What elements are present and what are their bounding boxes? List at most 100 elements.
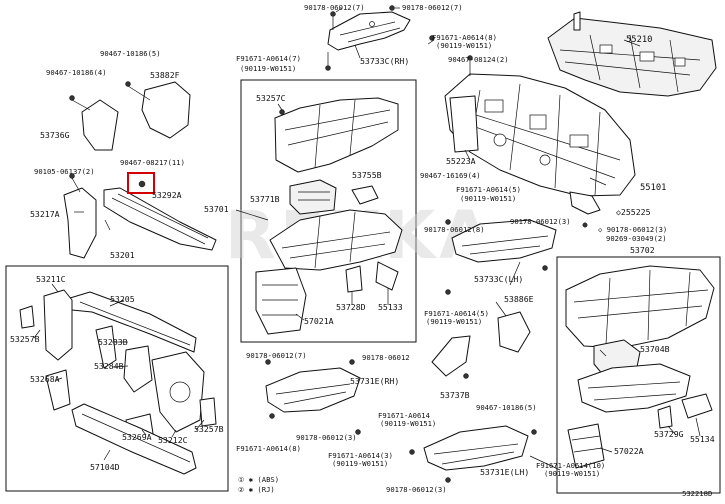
label-91671-A0614: F91671-A0614(5) (456, 185, 521, 194)
bolt-icon (409, 449, 415, 455)
label-53882F: 53882F (150, 70, 180, 80)
label-53729G: 53729G (654, 429, 684, 439)
bolt-icon (582, 222, 588, 228)
label-53268A: 53268A (30, 374, 60, 384)
part-55133 (375, 261, 399, 291)
label-90178-06012-3: ◇ 90178-06012(3) (598, 225, 667, 234)
label-53257B: 53257B (194, 424, 224, 434)
part-57104D-lower-support (71, 403, 197, 475)
label-55134: 55134 (690, 434, 715, 444)
part-57022A (567, 423, 605, 469)
part-55101-dash-panel (444, 73, 636, 197)
label-90119-W0151: (90119-W0151) (436, 41, 492, 50)
part-53733C-RH (327, 11, 411, 51)
part-53771B (289, 179, 337, 215)
label-53283B: 53283B (98, 337, 128, 347)
part-53886E (497, 311, 531, 353)
label-53269A: 53269A (122, 432, 152, 442)
label-90119-W0151: (90119-W0151) (240, 64, 296, 73)
label-90119-W0151: (90119-W0151) (460, 194, 516, 203)
part-53211C (43, 289, 73, 361)
label-90467-10186-5: 90467-10186(5) (476, 403, 537, 412)
part-53882F (141, 81, 191, 139)
label-90178-06012-3: 90178-06012(3) (386, 485, 447, 494)
clip-icon (573, 11, 581, 31)
bolt-icon (445, 289, 451, 295)
label-53737B: 53737B (440, 390, 470, 400)
label-53284B: 53284B (94, 361, 124, 371)
label-53731E-RH: 53731E(RH) (350, 376, 399, 386)
part-53702-apron-lower (577, 363, 691, 413)
label-57022A: 57022A (614, 446, 644, 456)
legend-line-2: ② ✱ (RJ) (238, 485, 275, 494)
label-55223A: 55223A (446, 156, 476, 166)
part-53292A-cowl-top (103, 187, 217, 251)
label-90119-W0151: (90119-W0151) (544, 469, 600, 478)
bolt-icon (125, 81, 131, 87)
label-53205: 53205 (110, 294, 135, 304)
label-53771B: 53771B (250, 194, 280, 204)
bolt-icon (389, 5, 395, 11)
label-55101: 55101 (640, 183, 666, 193)
label-91671-A0614: F91671-A0614 (378, 411, 430, 420)
bolt-icon (279, 109, 285, 115)
label-90178-06012-7: 90178-06012(7) (402, 3, 463, 12)
label-90178-06012-7: 90178-06012(7) (246, 351, 307, 360)
legend-line-1: ① ✱ (ABS) (238, 475, 279, 484)
bolt-icon (269, 413, 275, 419)
label-53736G: 53736G (40, 130, 70, 140)
part-53702-lower-apron (565, 265, 715, 349)
clip-icon (138, 180, 146, 188)
label-90467-10186-5: 90467-10186(5) (100, 49, 161, 58)
label-90467-08124: 90467-08124(2) (448, 55, 509, 64)
bolt-icon (349, 359, 355, 365)
part-53257B-left (19, 305, 35, 329)
bolt-icon (445, 477, 451, 483)
label-53217A: 53217A (30, 209, 60, 219)
label-90119-W0151: (90119-W0151) (380, 419, 436, 428)
part-53284B (123, 345, 153, 393)
label-90119-W0151: (90119-W0151) (426, 317, 482, 326)
bolt-icon (463, 373, 469, 379)
label-255225: ◇255225 (616, 207, 651, 217)
group-box-53702 (556, 256, 721, 494)
label-90119-W0151: (90119-W0151) (332, 459, 388, 468)
label-91671-A0614: F91671-A0614(8) (432, 33, 497, 42)
label-91671-A0614: F91671-A0614(5) (424, 309, 489, 318)
label-90178-06012-3: 90178-06012(3) (296, 433, 357, 442)
part-53728D (345, 265, 363, 293)
label-53731E-LH: 53731E(LH) (480, 467, 529, 477)
bolt-icon (355, 429, 361, 435)
label-53201: 53201 (110, 250, 135, 260)
label-90105-06137: 90105-06137(2) (34, 167, 95, 176)
bolt-icon (467, 55, 473, 61)
label-53755B: 53755B (352, 170, 382, 180)
part-53737B (431, 335, 471, 377)
part-53729G (657, 405, 673, 429)
label-90178-06012-3: 90178-06012(3) (510, 217, 571, 226)
part-55210-dash-insulator (547, 17, 717, 97)
part-53701-upper-apron (274, 97, 399, 173)
label-90269-03049: 90269-03049(2) (606, 234, 667, 243)
part-53257B-right (199, 397, 217, 427)
label-53292A: 53292A (152, 190, 182, 200)
label-90178-06012-8: 90178-06012(8) (424, 225, 485, 234)
bolt-icon (531, 429, 537, 435)
label-57021A: 57021A (304, 316, 334, 326)
label-53701: 53701 (204, 204, 229, 214)
group-box-53201 (5, 265, 229, 492)
leader-lines (33, 7, 701, 471)
label-91671-A0614: F91671-A0614(10) (536, 461, 605, 470)
label-53704B: 53704B (640, 344, 670, 354)
part-53755B (351, 185, 379, 205)
bolt-icon (265, 359, 271, 365)
label-55210: 55210 (626, 35, 652, 45)
part-labels: 90178-06012(7) 90178-06012(7) 53733C(RH)… (10, 3, 715, 498)
diagram-code: 532218D (682, 489, 712, 498)
bolt-icon (330, 11, 336, 17)
label-90467-10186-4: 90467-10186(4) (46, 68, 107, 77)
label-53212C: 53212C (158, 435, 188, 445)
label-53733C-LH: 53733C(LH) (474, 274, 523, 284)
label-55133: 55133 (378, 302, 403, 312)
